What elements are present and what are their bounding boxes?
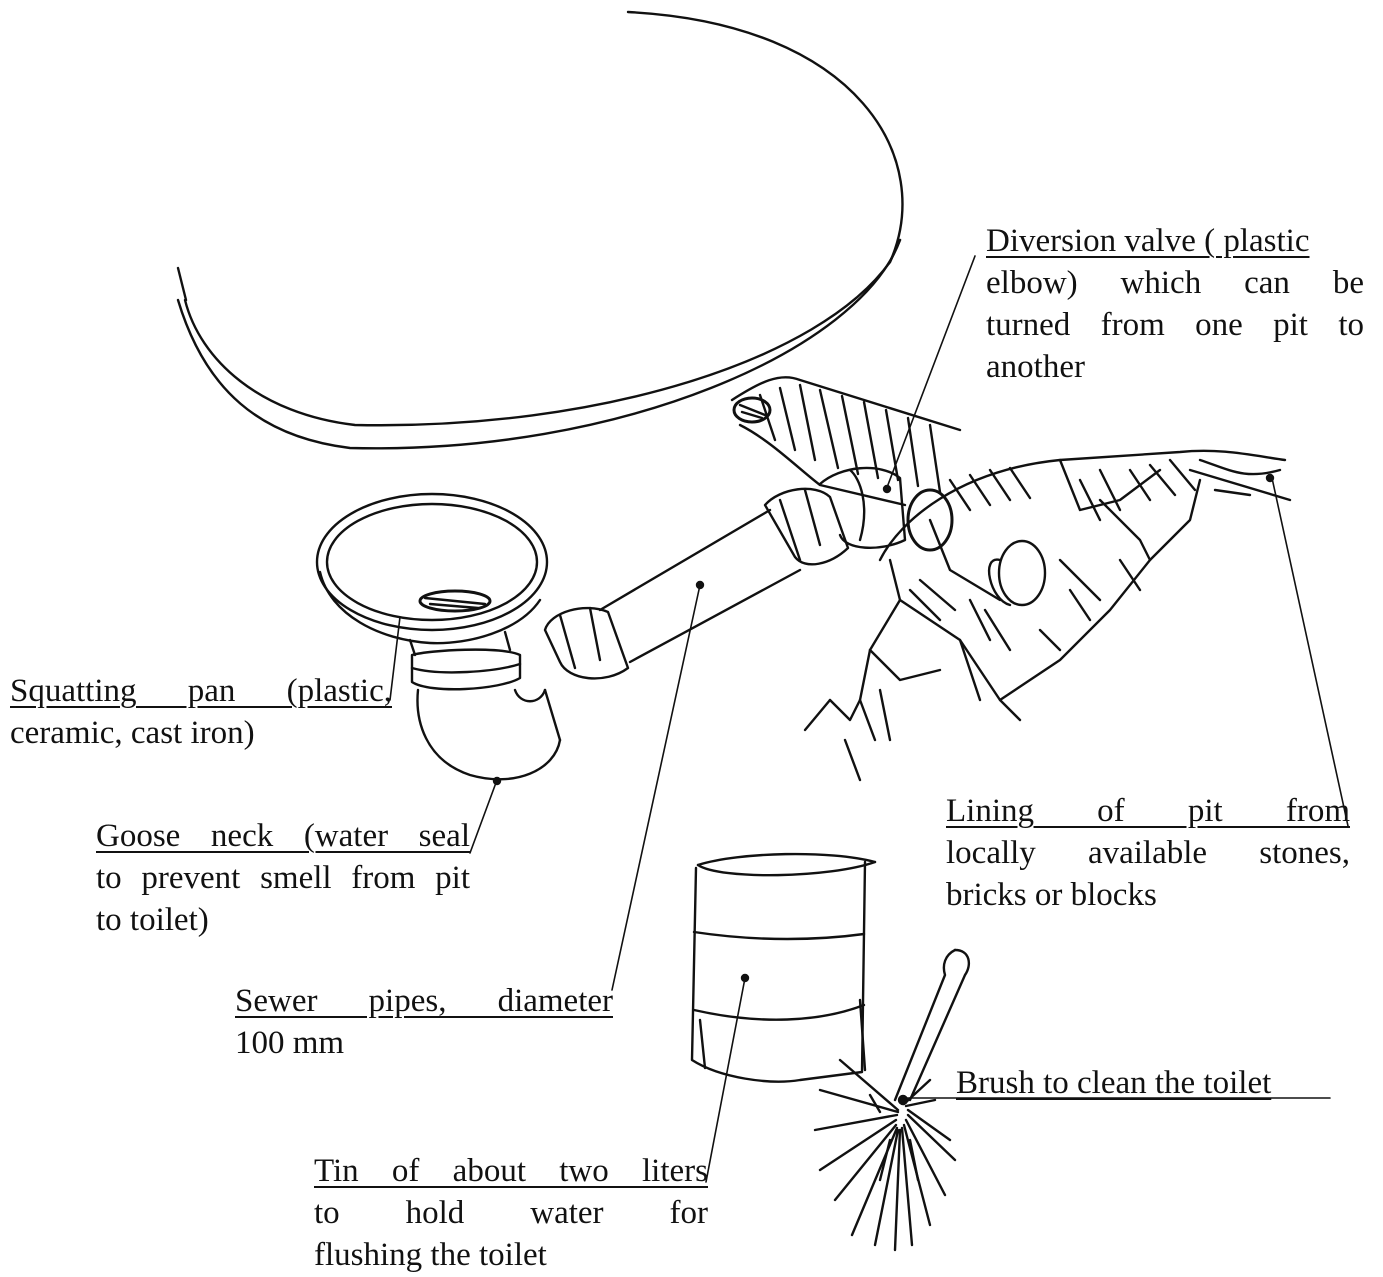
pit-lining-line3: bricks or blocks xyxy=(946,874,1350,916)
tin-line2: to hold water for xyxy=(314,1192,708,1234)
squatting-pan-line2: ceramic, cast iron) xyxy=(10,712,392,754)
sewer-pipes-line1: Sewer pipes, diameter xyxy=(235,980,613,1022)
brush-line1: Brush to clean the toilet xyxy=(956,1062,1330,1104)
pit-lining-line2: locally available stones, xyxy=(946,832,1350,874)
goose-neck-line3: to toilet) xyxy=(96,899,470,941)
pit-lining-line1: Lining of pit from xyxy=(946,790,1350,832)
toilet-brush xyxy=(815,950,969,1250)
pit-cover-slab xyxy=(178,12,902,448)
connecting-trench xyxy=(732,377,960,505)
sewer-pipe xyxy=(545,468,1045,678)
goose-neck-line2: to prevent smell from pit xyxy=(96,857,470,899)
diversion-valve-line4: another xyxy=(986,346,1364,388)
tin-line3: flushing the toilet xyxy=(314,1234,708,1276)
label-brush: Brush to clean the toilet xyxy=(956,1062,1330,1104)
goose-neck xyxy=(412,650,560,784)
label-diversion-valve: Diversion valve ( plastic elbow) which c… xyxy=(986,220,1364,388)
label-tin: Tin of about two liters to hold water fo… xyxy=(314,1150,708,1276)
label-pit-lining: Lining of pit from locally available sto… xyxy=(946,790,1350,916)
squatting-pan-line1: Squatting pan (plastic, xyxy=(10,670,392,712)
sewer-pipes-line2: 100 mm xyxy=(235,1022,613,1064)
pit-lining-stones xyxy=(805,451,1290,780)
label-sewer-pipes: Sewer pipes, diameter 100 mm xyxy=(235,980,613,1064)
label-squatting-pan: Squatting pan (plastic, ceramic, cast ir… xyxy=(10,670,392,754)
tin-line1: Tin of about two liters xyxy=(314,1150,708,1192)
diversion-valve-line2: elbow) which can be xyxy=(986,262,1364,304)
water-tin xyxy=(692,854,875,1082)
label-goose-neck: Goose neck (water seal to prevent smell … xyxy=(96,815,470,941)
diversion-valve-line1: Diversion valve ( plastic xyxy=(986,220,1364,262)
squatting-pan xyxy=(317,494,547,655)
diversion-valve-line3: turned from one pit to xyxy=(986,304,1364,346)
goose-neck-line1: Goose neck (water seal xyxy=(96,815,470,857)
